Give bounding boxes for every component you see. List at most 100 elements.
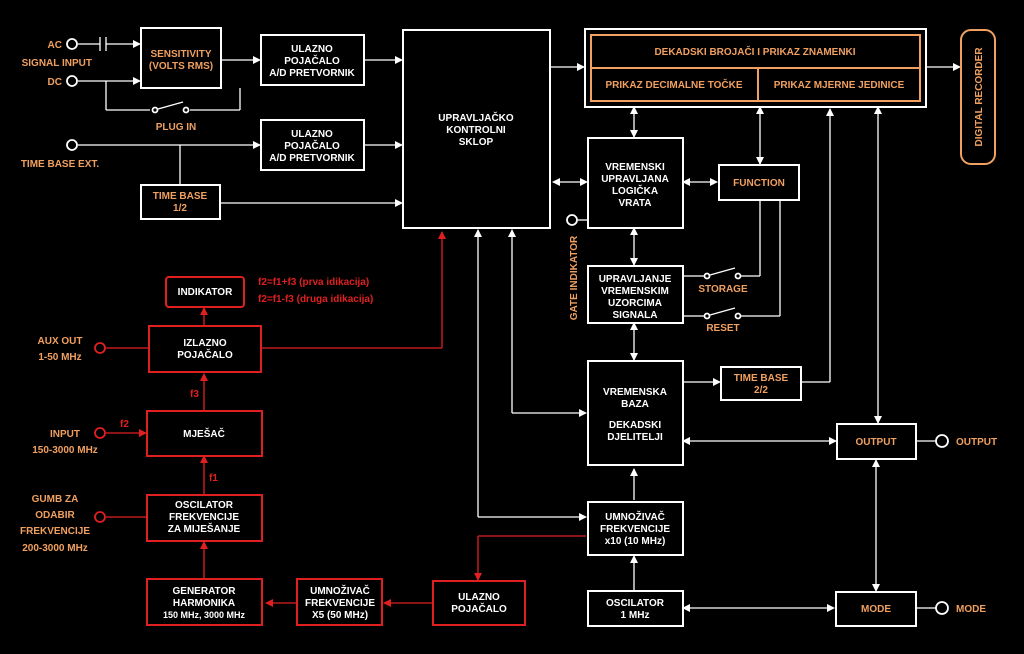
indikator-block bbox=[165, 276, 245, 308]
white-connections bbox=[78, 37, 961, 612]
input-line2: 150-3000 MHz bbox=[32, 445, 98, 456]
time-base-2-line2: 2/2 bbox=[754, 385, 768, 396]
umnozivac-10-block bbox=[587, 501, 684, 556]
function-block bbox=[718, 164, 800, 201]
ulazno-poj-line2: POJAČALO bbox=[451, 602, 507, 615]
ulazno-ad-1-line3: A/D PRETVORNIK bbox=[269, 68, 355, 79]
gumb-terminal bbox=[94, 511, 106, 523]
upravljanje-block bbox=[587, 265, 684, 324]
upravljacko-line1: UPRAVLJAČKO bbox=[438, 111, 514, 124]
plug-in-label: PLUG IN bbox=[156, 122, 197, 133]
output-block bbox=[836, 423, 917, 460]
mode-block-label: MODE bbox=[861, 604, 891, 615]
generator-line2: HARMONIKA bbox=[173, 598, 235, 609]
ulazno-ad-block-1 bbox=[260, 34, 365, 86]
upravljanje-line1: UPRAVLJANJE bbox=[599, 274, 672, 285]
vremenska-baza-line3: DEKADSKI bbox=[609, 420, 661, 431]
oscilator-1-block bbox=[587, 590, 684, 627]
output-block-label: OUTPUT bbox=[855, 437, 896, 448]
time-base-ext-terminal bbox=[66, 139, 78, 151]
mode-block bbox=[835, 591, 917, 627]
oscilator-mj-line3: ZA MIJEŠANJE bbox=[168, 522, 241, 535]
oscilator-mj-line1: OSCILATOR bbox=[175, 500, 234, 511]
oscilator-mj-line2: FREKVENCIJE bbox=[169, 512, 239, 523]
input-terminal bbox=[94, 427, 106, 439]
time-base-1-line1: TIME BASE bbox=[153, 191, 208, 202]
sensitivity-line2: (VOLTS RMS) bbox=[149, 61, 213, 72]
f2-label: f2 bbox=[120, 419, 129, 430]
formula-1: f2=f1+f3 (prva idikacija) bbox=[258, 277, 369, 288]
oscilator-mj-block bbox=[146, 494, 263, 542]
ulazno-poj-block bbox=[432, 580, 526, 626]
izlazno-block bbox=[148, 325, 262, 373]
f3-label: f3 bbox=[190, 389, 199, 400]
sensitivity-line1: SENSITIVITY bbox=[150, 49, 211, 60]
vremenski-line3: LOGIČKA bbox=[612, 184, 658, 197]
oscilator-1-line2: 1 MHz bbox=[621, 610, 650, 621]
red-connections bbox=[106, 231, 586, 607]
umnozivac-10-line2: FREKVENCIJE bbox=[600, 524, 670, 535]
vremenski-block bbox=[587, 137, 684, 229]
umnozivac-5-line2: FREKVENCIJE bbox=[305, 598, 375, 609]
vremenski-line2: UPRAVLJANA bbox=[601, 174, 669, 185]
signal-input-label: SIGNAL INPUT bbox=[22, 58, 92, 69]
function-label: FUNCTION bbox=[733, 178, 785, 189]
digital-recorder-block bbox=[960, 29, 996, 165]
aux-out-terminal bbox=[94, 342, 106, 354]
generator-line1: GENERATOR bbox=[173, 586, 237, 597]
gumb-line2: ODABIR bbox=[35, 510, 75, 521]
umnozivac-5-line3: X5 (50 MHz) bbox=[312, 610, 368, 621]
ulazno-ad-1-line2: POJAČALO bbox=[284, 54, 340, 67]
vremenski-line1: VREMENSKI bbox=[605, 162, 665, 173]
sensitivity-block bbox=[140, 27, 222, 89]
umnozivac-10-line3: x10 (10 MHz) bbox=[605, 536, 666, 547]
formula-2: f2=f1-f3 (druga idikacija) bbox=[258, 294, 373, 305]
ulazno-ad-2-line2: POJAČALO bbox=[284, 139, 340, 152]
aux-out-line1: AUX OUT bbox=[38, 336, 83, 347]
time-base-1-block bbox=[140, 184, 221, 220]
mjesac-block bbox=[146, 410, 263, 457]
umnozivac-5-block bbox=[296, 578, 383, 626]
upravljanje-line2: VREMENSKIM bbox=[601, 286, 669, 297]
input-line1: INPUT bbox=[50, 429, 80, 440]
time-base-2-block bbox=[720, 366, 802, 401]
ulazno-ad-2-line1: ULAZNO bbox=[291, 129, 333, 140]
mjesac-label: MJEŠAČ bbox=[183, 427, 225, 440]
dc-label: DC bbox=[48, 77, 62, 88]
vremenska-baza-line1: VREMENSKA bbox=[603, 387, 667, 398]
generator-block bbox=[146, 578, 263, 626]
time-base-2-line1: TIME BASE bbox=[734, 373, 789, 384]
gumb-line4: 200-3000 MHz bbox=[22, 543, 88, 554]
ac-label: AC bbox=[48, 40, 62, 51]
indikator-label: INDIKATOR bbox=[178, 287, 233, 298]
mode-terminal-label: MODE bbox=[956, 604, 986, 615]
umnozivac-5-line1: UMNOŽIVAČ bbox=[310, 584, 370, 597]
oscilator-1-line1: OSCILATOR bbox=[606, 598, 665, 609]
f1-label: f1 bbox=[209, 473, 218, 484]
mode-terminal bbox=[935, 601, 949, 615]
upravljacko-block bbox=[402, 29, 551, 229]
upravljanje-line3: UZORCIMA bbox=[608, 298, 662, 309]
storage-label: STORAGE bbox=[698, 284, 748, 295]
time-base-ext-label: TIME BASE EXT. bbox=[21, 159, 100, 170]
ulazno-poj-line1: ULAZNO bbox=[458, 592, 500, 603]
digital-recorder-label: DIGITAL RECORDER bbox=[974, 47, 985, 147]
ulazno-ad-2-line3: A/D PRETVORNIK bbox=[269, 153, 355, 164]
izlazno-line1: IZLAZNO bbox=[183, 338, 227, 349]
output-terminal-label: OUTPUT bbox=[956, 437, 997, 448]
mjerne-label: PRIKAZ MJERNE JEDINICE bbox=[774, 80, 905, 91]
umnozivac-10-line1: UMNOŽIVAČ bbox=[605, 510, 665, 523]
upravljacko-line2: KONTROLNI bbox=[446, 125, 506, 136]
gate-indikator-terminal bbox=[566, 214, 578, 226]
decimalne-label: PRIKAZ DECIMALNE TOČKE bbox=[605, 78, 742, 91]
ulazno-ad-block-2 bbox=[260, 119, 365, 171]
gumb-line3: FREKVENCIJE bbox=[20, 526, 90, 537]
reset-label: RESET bbox=[706, 323, 739, 334]
vremenska-baza-line2: BAZA bbox=[621, 399, 649, 410]
generator-line3: 150 MHz, 3000 MHz bbox=[163, 610, 246, 620]
dekadski-label: DEKADSKI BROJAČI I PRIKAZ ZNAMENKI bbox=[654, 45, 855, 58]
output-terminal bbox=[935, 434, 949, 448]
gumb-line1: GUMB ZA bbox=[32, 494, 79, 505]
gate-indikator-label: GATE INDIKATOR bbox=[569, 235, 580, 320]
